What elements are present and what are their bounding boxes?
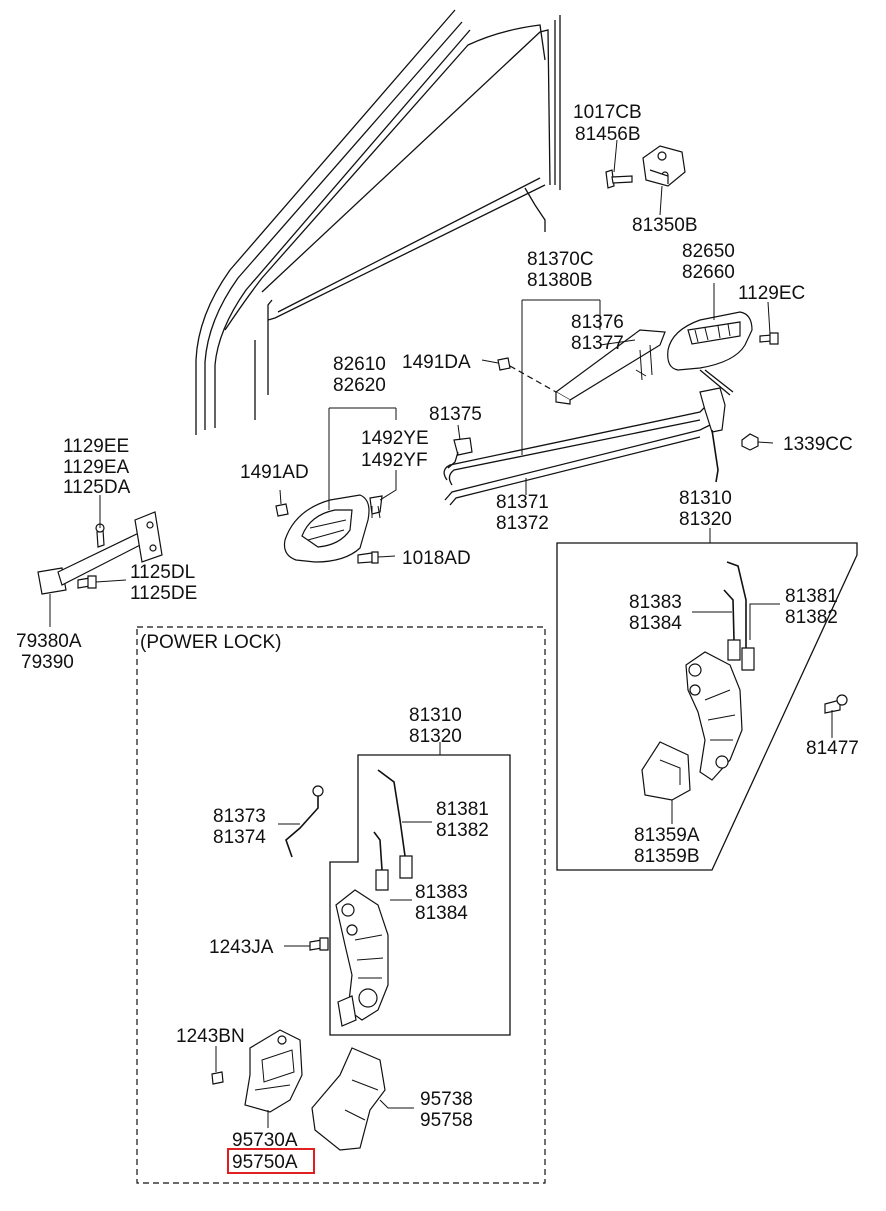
label-81477: 81477 [806,738,859,759]
highlight-95750A [227,1148,315,1174]
label-1243JA: 1243JA [209,937,274,958]
label-81383-b: 81383 [415,882,468,903]
power-lock-section [136,626,546,1184]
label-1129EE: 1129EE [63,436,129,457]
label-1129EC: 1129EC [738,283,805,304]
door-frame [195,9,561,435]
screw-1243JA [309,937,329,951]
lock-body-power [335,889,389,1027]
label-95758: 95758 [420,1110,473,1131]
label-81381-b: 81381 [436,799,489,820]
rod-81373 [285,785,324,858]
label-81375: 81375 [429,404,482,425]
label-79390: 79390 [21,652,74,673]
bolt-81456B [605,169,633,189]
label-1491DA: 1491DA [402,352,471,373]
label-81370C: 81370C [527,249,594,270]
label-1243BN: 1243BN [176,1026,245,1047]
label-1125DA: 1125DA [63,477,131,498]
screw-1491AD [275,503,289,517]
label-81374: 81374 [213,827,266,848]
lock-assembly-box-81310 [556,542,858,871]
leader-lines [49,139,833,1128]
label-81372: 81372 [496,513,549,534]
label-81384-a: 81384 [629,613,682,634]
bolt-1125DL [77,575,97,589]
label-81350B: 81350B [632,215,698,236]
part-labels: 1017CB 81456B 81350B 81370C 81380B 82650… [16,102,859,1173]
label-81377: 81377 [571,333,624,354]
actuator-95730A [244,1029,303,1113]
power-lock-box-81310 [329,754,511,1036]
label-1125DL: 1125DL [130,562,195,583]
screw-1243BN [211,1071,224,1085]
label-81382-a: 81382 [785,607,838,628]
lock-body-81310 [685,651,743,781]
label-95738: 95738 [420,1089,473,1110]
label-79380A: 79380A [16,631,82,652]
label-1125DE: 1125DE [130,583,197,604]
outside-handle-82650 [667,311,753,371]
label-1017CB: 1017CB [573,102,642,123]
clip-1491DA [497,357,557,393]
rod-81375-link [447,437,473,469]
label-1339CC: 1339CC [783,434,853,455]
label-95730A: 95730A [232,1130,298,1151]
label-81381-a: 81381 [785,586,838,607]
rod-81376 [554,329,666,405]
label-95750A: 95750A [232,1152,298,1173]
lock-mechanism-top [699,369,734,483]
rods-81381-power [373,769,413,891]
label-81310-a: 81310 [679,488,732,509]
label-81359A: 81359A [634,825,700,846]
label-1491AD: 1491AD [240,462,309,483]
lock-rods-81381 [723,561,755,671]
screw-1129EC [759,332,779,345]
label-81320-b: 81320 [409,726,462,747]
label-81382-b: 81382 [436,820,489,841]
cover-95738 [311,1047,386,1151]
label-82620: 82620 [333,375,386,396]
label-81380B: 81380B [527,270,593,291]
rod-81371 [443,399,713,506]
label-81384-b: 81384 [415,903,468,924]
label-82650: 82650 [682,241,735,262]
screw-1018AD [357,551,379,564]
label-1492YE: 1492YE [361,428,429,449]
door-checker-79380A [37,511,163,595]
label-81373: 81373 [213,806,266,827]
striker-81350B [642,145,686,187]
label-1492YF: 1492YF [361,450,428,471]
rod-clip-1492YE [369,495,383,519]
power-lock-label: (POWER LOCK) [140,632,281,653]
label-81371: 81371 [496,492,549,513]
label-81359B: 81359B [634,846,700,867]
label-81320-a: 81320 [679,509,732,530]
label-82610: 82610 [333,354,386,375]
label-81376: 81376 [571,312,624,333]
label-1018AD: 1018AD [402,548,471,569]
label-82660: 82660 [682,262,735,283]
label-81383-a: 81383 [629,592,682,613]
label-81456B: 81456B [575,124,641,145]
nut-1339CC [741,433,759,451]
label-1129EA: 1129EA [63,457,130,478]
screw-81477 [824,694,848,714]
label-81310-b: 81310 [409,705,462,726]
inside-handle-82610 [283,494,370,563]
cover-81359A [641,741,691,801]
